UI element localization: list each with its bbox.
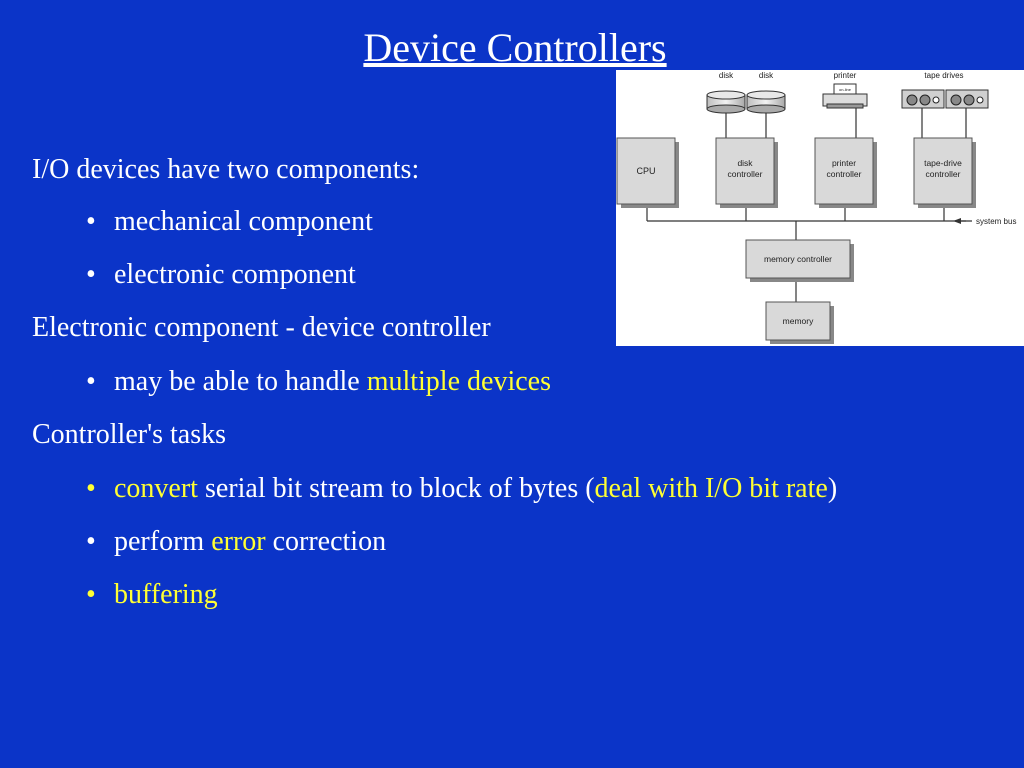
label-tape-drives: tape drives — [924, 71, 963, 80]
line-text: ) — [827, 473, 838, 504]
bullet-marker: • — [86, 206, 96, 237]
highlighted-text: error — [211, 526, 266, 557]
memory-box — [765, 301, 831, 341]
bullet-marker: • — [86, 259, 96, 290]
bullet-marker: • — [86, 579, 96, 610]
disk-icon-1 — [706, 90, 746, 114]
printer-paper-label: on-line — [839, 87, 852, 92]
tape-controller-box — [913, 137, 973, 205]
line-9: • buffering — [86, 578, 218, 612]
line-text: mechanical component — [114, 206, 373, 237]
line-7: • convert serial bit stream to block of b… — [86, 472, 837, 506]
device-controller-diagram: disk disk printer tape drives on-line — [616, 70, 1024, 346]
diagram-svg: disk disk printer tape drives on-line — [616, 71, 1016, 344]
label-disk-1: disk — [719, 71, 734, 80]
highlighted-text: buffering — [114, 579, 218, 610]
disk-controller-label-1: disk — [737, 158, 753, 168]
bullet-marker: • — [86, 473, 96, 504]
highlighted-text: deal with I/O bit rate — [594, 473, 828, 504]
tape-controller-label-2: controller — [926, 169, 961, 179]
printer-controller-label-2: controller — [827, 169, 862, 179]
line-text: I/O devices have two components: — [32, 154, 420, 185]
cpu-label: CPU — [636, 166, 655, 176]
line-text: Electronic component - device controller — [32, 312, 491, 343]
system-bus-label: system bus — [976, 217, 1016, 226]
printer-controller-box — [814, 137, 874, 205]
line-text: perform — [114, 526, 212, 557]
highlighted-text: convert — [114, 473, 198, 504]
line-2: • mechanical component — [86, 205, 373, 239]
line-text: correction — [265, 526, 387, 557]
bullet-marker: • — [86, 526, 96, 557]
cpu-box — [616, 137, 676, 205]
label-disk-2: disk — [759, 71, 774, 80]
line-5: • may be able to handle multiple devices — [86, 365, 551, 399]
line-text: Controller's tasks — [32, 419, 227, 450]
line-8: • perform error correction — [86, 525, 386, 559]
disk-icon-2 — [746, 90, 786, 114]
line-1: I/O devices have two components: — [32, 153, 419, 187]
line-text: may be able to handle — [114, 366, 367, 397]
line-4: Electronic component - device controller — [32, 311, 491, 345]
tape-drive-icon-2 — [945, 89, 989, 109]
tape-drive-icon-1 — [901, 89, 945, 109]
disk-controller-box — [715, 137, 775, 205]
bullet-marker: • — [86, 366, 96, 397]
highlighted-text: multiple devices — [366, 366, 551, 397]
printer-icon — [822, 83, 868, 109]
line-6: Controller's tasks — [32, 418, 226, 452]
line-text: electronic component — [114, 259, 356, 290]
label-printer: printer — [834, 71, 857, 80]
memory-label: memory — [783, 316, 814, 326]
memory-controller-label: memory controller — [764, 254, 832, 264]
line-3: • electronic component — [86, 258, 356, 292]
slide-title: Device Controllers — [363, 25, 667, 70]
memory-controller-box — [745, 239, 851, 279]
printer-controller-label-1: printer — [832, 158, 856, 168]
disk-controller-label-2: controller — [728, 169, 763, 179]
tape-controller-label-1: tape-drive — [924, 158, 962, 168]
line-text: serial bit stream to block of bytes ( — [197, 473, 595, 504]
